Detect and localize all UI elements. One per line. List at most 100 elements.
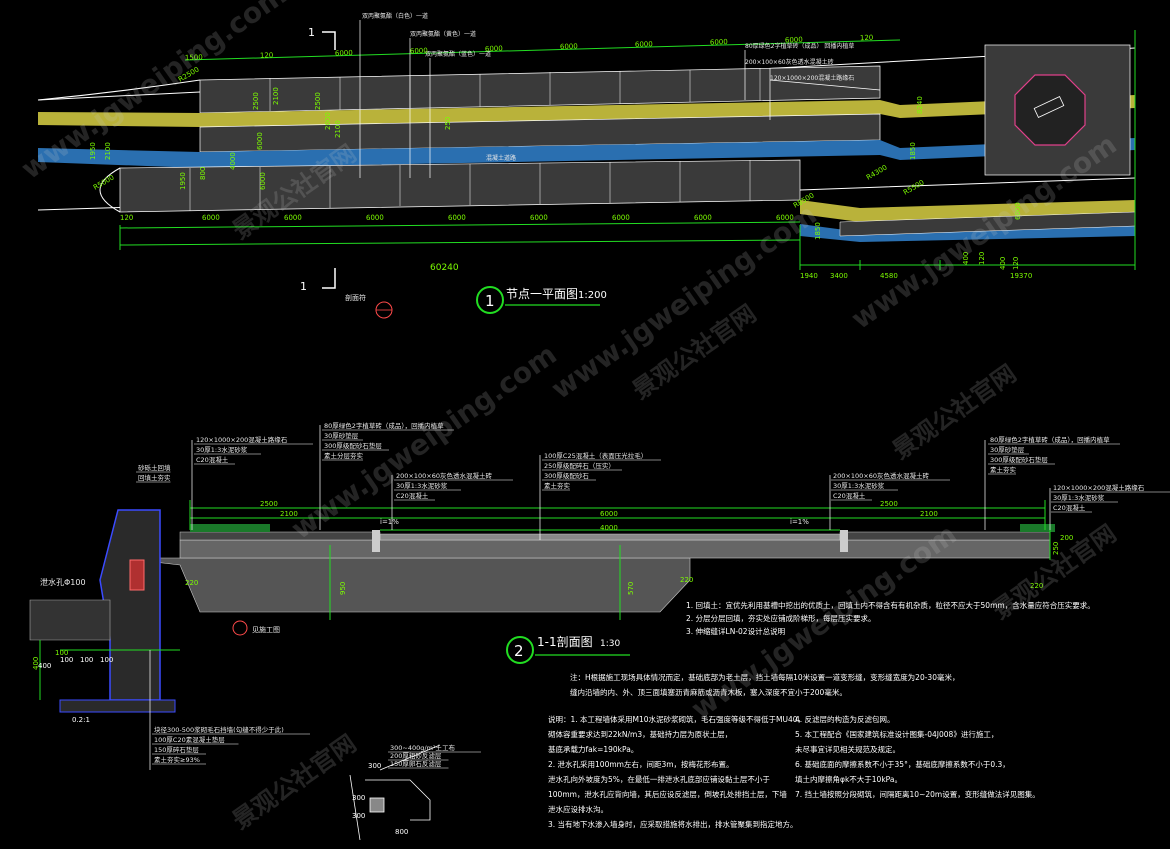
- wall-footing: [59, 699, 176, 713]
- plan-bottom-dim: 6000: [202, 214, 220, 222]
- section-leaders: [149, 425, 1051, 770]
- soil-left: [29, 599, 111, 641]
- plan-callout: 200×100×60灰色透水混凝土砖: [745, 58, 834, 66]
- section-callout-left: C20混凝土: [196, 455, 229, 464]
- note-a: 3. 伸缩缝详LN-02设计总说明: [686, 626, 785, 636]
- plan-bottom-dim: 6000: [612, 214, 630, 222]
- section-left-dim: 100: [55, 649, 68, 657]
- section-callout-center: 100厚C25混凝土（表面压光拉毛）: [544, 451, 647, 460]
- section-callout-left-small: 砂砾土回填: [138, 463, 171, 472]
- plan-bottom-dim: 6000: [448, 214, 466, 222]
- section-callout-right-mid: 30厚1:3水泥砂浆: [833, 481, 885, 490]
- plan-vert-dim: 6000: [256, 132, 264, 150]
- section-mark-top: 1: [308, 26, 315, 39]
- plan-right-dim: 19370: [1010, 272, 1032, 280]
- section-callout-right-top: 30厚砂垫层: [990, 445, 1025, 454]
- plan-bottom-dim: 6000: [284, 214, 302, 222]
- note-c-right: 5. 本工程配合《国家建筑标准设计图集-04J008》进行施工，: [795, 729, 998, 739]
- section-callout-right-low: C20混凝土: [1053, 503, 1086, 512]
- drain-detail: [349, 744, 441, 841]
- plan-bottom-dim: 6000: [366, 214, 384, 222]
- plan-bottom-dim: 6000: [776, 214, 794, 222]
- note-c-left: 泄水应设排水沟。: [548, 804, 608, 814]
- drain-detail-dim: 300: [368, 762, 381, 770]
- plan-vert-dim: 2100: [272, 87, 280, 105]
- section-right-dim: 200: [1060, 534, 1073, 542]
- plan-vert-dim: 800: [199, 167, 207, 180]
- section-callout-right-low: 120×1000×200混凝土路缘石: [1053, 483, 1145, 492]
- section-callout-right-top: 300厚级配砂石垫层: [990, 455, 1048, 464]
- drain-detail-note: 300~400g/m²土工布: [390, 743, 456, 752]
- wall-note: 块径300-500浆砌毛石挡墙(勾缝不得少于此): [154, 725, 284, 734]
- plan-leaders: [359, 20, 881, 178]
- pavilion-octagon: [1014, 74, 1086, 146]
- section-callout-right-mid: 200×100×60灰色透水混凝土砖: [833, 471, 929, 480]
- water-band: [38, 138, 1135, 168]
- plan-top-dim: 6000: [560, 42, 578, 51]
- plan-right-dim-extra: 120: [978, 252, 986, 265]
- section-callout-center: 素土夯实: [544, 481, 571, 490]
- plan-scale: 1:200: [578, 290, 607, 301]
- plan-right-dim: 1940: [800, 272, 818, 280]
- section-callout-center-left: 80厚绿色2字植草砖（成品），回播内植草: [324, 421, 444, 430]
- note-c-left: 100mm，泄水孔应背向墙，其后应设反滤层，倒坡孔处排挡土层，下墙: [548, 789, 787, 799]
- plan-vert-dim: 1950: [89, 142, 97, 160]
- section-notes: 1. 回填土：宜优先利用基槽中挖出的优质土，回填土内不得含有有机杂质，粒径不应大…: [548, 600, 1095, 829]
- section-cut-marks: [322, 31, 336, 289]
- section-callout-center: 250厚级配碎石（压实）: [544, 461, 615, 470]
- section-scale: 1:30: [600, 639, 620, 649]
- note-c-right: 4. 反滤层的构造为反滤包网。: [795, 714, 895, 724]
- plan-vert-dim: 6000: [259, 172, 267, 190]
- plan-right-dim-extra: 8240: [916, 96, 924, 114]
- grass-right: [1020, 524, 1055, 532]
- plan-top-dim: 6000: [410, 47, 428, 56]
- plan-vert-dim: 1950: [179, 172, 187, 190]
- note-c-right: 未尽事宜详见相关规范及规定。: [795, 744, 900, 754]
- plan-callouts: 双丙聚氨酯（白色）一道双丙聚氨酯（黄色）一道双丙聚氨酯（蓝色）一道80厚绿色2字…: [362, 12, 854, 82]
- section-title-circle: [506, 636, 534, 664]
- curve-left-bottom: [99, 167, 121, 213]
- plan-vert-dim: 2100: [104, 142, 112, 160]
- plan-top-dim: 6000: [335, 49, 353, 58]
- section-callout-center: 300厚级配砂石: [544, 471, 589, 480]
- curb-right: [840, 530, 848, 552]
- section-callout-left-small: 回填土夯实: [138, 473, 171, 482]
- note-c-left: 说明：1. 本工程墙体采用M10水泥砂浆砌筑，毛石强度等级不得低于MU40，: [548, 714, 805, 724]
- note-a: 1. 回填土：宜优先利用基槽中挖出的优质土，回填土内不得含有有机杂质，粒径不应大…: [686, 600, 1095, 610]
- plan-dimension-lines: [119, 30, 1136, 270]
- section-top-dim: 2500: [880, 500, 898, 508]
- paving-left: [179, 531, 381, 541]
- section-callout-center-left2: 30厚1:3水泥砂浆: [396, 481, 448, 490]
- drain-detail-dim: 300: [352, 812, 365, 820]
- planting-band-bottom: [800, 200, 1135, 222]
- section-dimension-lines: [39, 500, 1051, 700]
- note-a: 2. 分层分层回填，夯实处应铺成阶梯形，每层压实要求。: [686, 613, 876, 623]
- plan-right-dim-extra: 6000: [1014, 202, 1022, 220]
- section-callout-right-top: 素土夯实: [990, 465, 1017, 474]
- plan-vert-dim: 400: [999, 257, 1007, 270]
- section-detail-ref: [232, 620, 248, 636]
- note-b: 缝内沿墙的内、外、顶三面填塞沥青麻筋或沥青木板，塞入深度不宜小于200毫米。: [570, 687, 847, 697]
- section-left-dim: 220: [185, 579, 198, 587]
- section-callout-left: 30厚1:3水泥砂浆: [196, 445, 248, 454]
- note-c-right: 6. 基础底面的摩擦系数不小于35°，基础底摩擦系数不小于0.3，: [795, 759, 1010, 769]
- plan-callout: 双丙聚氨酯（蓝色）一道: [425, 50, 491, 58]
- section-callout-center-left2: 200×100×60灰色透水混凝土砖: [396, 471, 492, 480]
- plan-callout: 双丙聚氨酯（白色）一道: [362, 12, 428, 20]
- plan-top-dim: 120: [860, 34, 874, 42]
- wall-dim: 100: [60, 656, 73, 664]
- paving-strip-top: [199, 65, 881, 114]
- section-left-dim: 570: [627, 582, 635, 595]
- note-b: 注：H根据施工现场具体情况而定，基础底部为老土层，挡土墙每隔10米设置一道变形缝…: [570, 672, 959, 682]
- section-callouts: 120×1000×200混凝土路缘石30厚1:3水泥砂浆C20混凝土砂砾土回填回…: [136, 421, 1170, 769]
- section-ref-label: 见施工图: [252, 625, 280, 634]
- section-callout-center-left: 30厚砂垫层: [324, 431, 359, 440]
- section-title: 1-1剖面图: [537, 635, 593, 649]
- slope-left: i=1%: [380, 518, 399, 526]
- plan-title-circle: [476, 286, 504, 314]
- plan-top-dim: 6000: [485, 45, 503, 54]
- drain-detail-note: 200厚粗砂反滤层: [390, 751, 442, 760]
